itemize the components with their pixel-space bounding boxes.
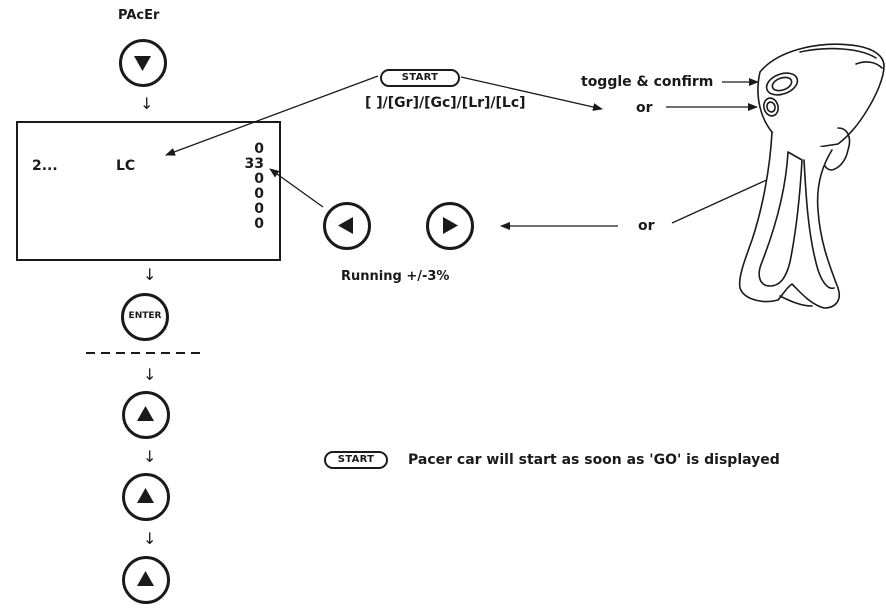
start-button[interactable]: START [380, 69, 460, 87]
up-triangle-icon [137, 406, 154, 421]
or-label-bottom: or [638, 218, 655, 234]
arrow-left-to-display [269, 168, 324, 208]
display-values: 0 33 0 0 0 0 [245, 142, 264, 232]
right-triangle-icon [443, 217, 458, 234]
down-button[interactable] [119, 39, 167, 87]
up-triangle-icon [137, 571, 154, 586]
right-button[interactable] [426, 202, 474, 250]
page-title: PAcEr [118, 8, 160, 23]
display-value: 0 [254, 186, 264, 202]
display-value: 0 [254, 216, 264, 232]
down-arrow: ↓ [143, 365, 157, 384]
down-arrow: ↓ [140, 94, 154, 113]
display-value: 0 [254, 171, 264, 187]
footer-note: Pacer car will start as soon as 'GO' is … [408, 452, 780, 468]
down-arrow: ↓ [143, 529, 157, 548]
down-triangle-icon [134, 56, 151, 71]
enter-label: ENTER [128, 311, 162, 321]
running-label: Running +/-3% [341, 269, 450, 284]
left-triangle-icon [338, 217, 353, 234]
options-text: [ ]/[Gr]/[Gc]/[Lr]/[Lc] [365, 95, 526, 111]
display-mode: LC [116, 158, 136, 174]
display-row-label: 2... [32, 158, 58, 174]
toggle-confirm-label: toggle & confirm [581, 74, 714, 90]
down-arrow: ↓ [143, 447, 157, 466]
up-triangle-icon [137, 488, 154, 503]
display-value: 33 [244, 156, 264, 172]
arrow-start-to-controller [460, 76, 603, 111]
handset-controller-icon [738, 43, 885, 309]
down-arrow: ↓ [143, 265, 157, 284]
arrow-start-to-lc [165, 75, 379, 156]
left-button[interactable] [323, 202, 371, 250]
enter-button[interactable]: ENTER [121, 293, 169, 341]
up-button[interactable] [122, 556, 170, 604]
start-button[interactable]: START [324, 451, 388, 469]
or-label-top: or [636, 100, 653, 116]
up-button[interactable] [122, 473, 170, 521]
up-button[interactable] [122, 391, 170, 439]
display-screen: 2... LC 0 33 0 0 0 0 [16, 121, 281, 261]
display-value: 0 [254, 201, 264, 217]
display-value: 0 [254, 141, 264, 157]
